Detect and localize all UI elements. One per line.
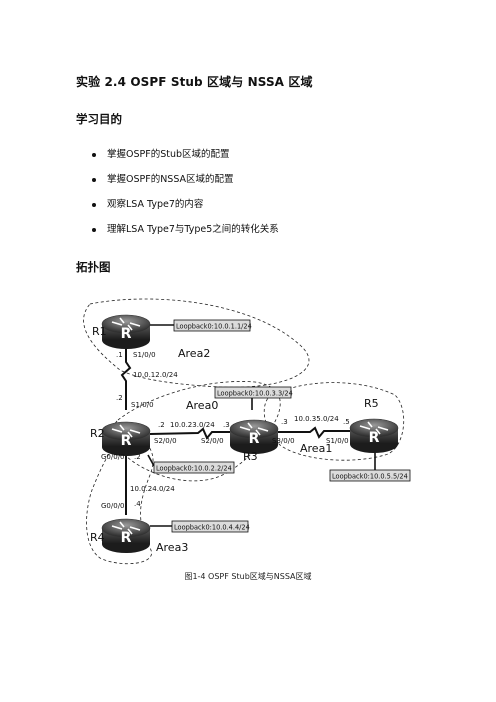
router-name-r3: R3 (243, 450, 258, 463)
loopback-label-r2: Loopback0:10.0.2.2/24 (156, 465, 232, 473)
loopback-label-r3: Loopback0:10.0.3.3/24 (217, 390, 293, 398)
loopback-label-r4: Loopback0:10.0.4.4/24 (174, 524, 250, 532)
router-name-r5: R5 (364, 397, 379, 410)
loopback-label-r5: Loopback0:10.0.5.5/24 (332, 473, 408, 481)
host-r3-s3: .3 (281, 418, 288, 426)
link-r2-r3 (149, 427, 232, 440)
link-r1-r2 (120, 347, 132, 410)
net-24: 10.0.24.0/24 (130, 485, 175, 493)
router-letter: R (121, 530, 132, 546)
host-r2-s2: .2 (158, 421, 165, 429)
router-name-r2: R2 (90, 427, 105, 440)
area-label-area1: Area1 (300, 442, 332, 455)
area2-boundary (83, 298, 310, 388)
figure-caption: 图1-4 OSPF Stub区域与NSSA区域 (184, 572, 312, 581)
area-label-area0: Area0 (186, 399, 218, 412)
host-r1-s1: .1 (116, 351, 123, 359)
area-label-area3: Area3 (156, 541, 188, 554)
loopback-label-r1: Loopback0:10.0.1.1/24 (176, 323, 252, 331)
net-35: 10.0.35.0/24 (294, 415, 339, 423)
router-name-r1: R1 (92, 325, 107, 338)
links (120, 347, 352, 515)
host-r2-g0: .2 (134, 453, 141, 461)
host-r2-s1: .2 (116, 394, 123, 402)
goal-item: 掌握OSPF的NSSA区域的配置 (90, 173, 279, 198)
router-letter: R (249, 431, 260, 447)
lab-title: 实验 2.4 OSPF Stub 区域与 NSSA 区域 (76, 75, 313, 89)
host-r3-s2: .3 (223, 421, 230, 429)
router-letter: R (121, 326, 132, 342)
if-r5-s1: S1/0/0 (326, 437, 349, 445)
goal-item: 观察LSA Type7的内容 (90, 198, 279, 223)
host-r4-g0: .4 (134, 500, 141, 508)
if-r2-s2: S2/0/0 (154, 437, 177, 445)
net-23: 10.0.23.0/24 (170, 421, 215, 429)
section-heading-goals: 学习目的 (76, 112, 122, 126)
section-heading-topology: 拓扑图 (76, 260, 111, 274)
if-r3-s2: S2/0/0 (201, 437, 224, 445)
net-12: 10.0.12.0/24 (133, 371, 178, 379)
if-r3-s3: S3/0/0 (272, 437, 295, 445)
area3-boundary (86, 431, 154, 565)
router-letter: R (121, 433, 132, 449)
loopback-boxes (153, 319, 411, 533)
area-label-area2: Area2 (178, 347, 210, 360)
if-r2-g0: G0/0/0 (101, 453, 125, 461)
router-name-r4: R4 (90, 531, 105, 544)
goal-item: 掌握OSPF的Stub区域的配置 (90, 148, 279, 173)
host-r5-s1: .5 (343, 418, 350, 426)
if-r2-s1: S1/0/0 (131, 401, 154, 409)
goal-item: 理解LSA Type7与Type5之间的转化关系 (90, 223, 279, 248)
if-r1-s1: S1/0/0 (133, 351, 156, 359)
link-r3-r5 (276, 426, 352, 439)
goals-list: 掌握OSPF的Stub区域的配置 掌握OSPF的NSSA区域的配置 观察LSA … (90, 148, 279, 248)
if-r4-g0: G0/0/0 (101, 502, 125, 510)
router-letter: R (369, 430, 380, 446)
